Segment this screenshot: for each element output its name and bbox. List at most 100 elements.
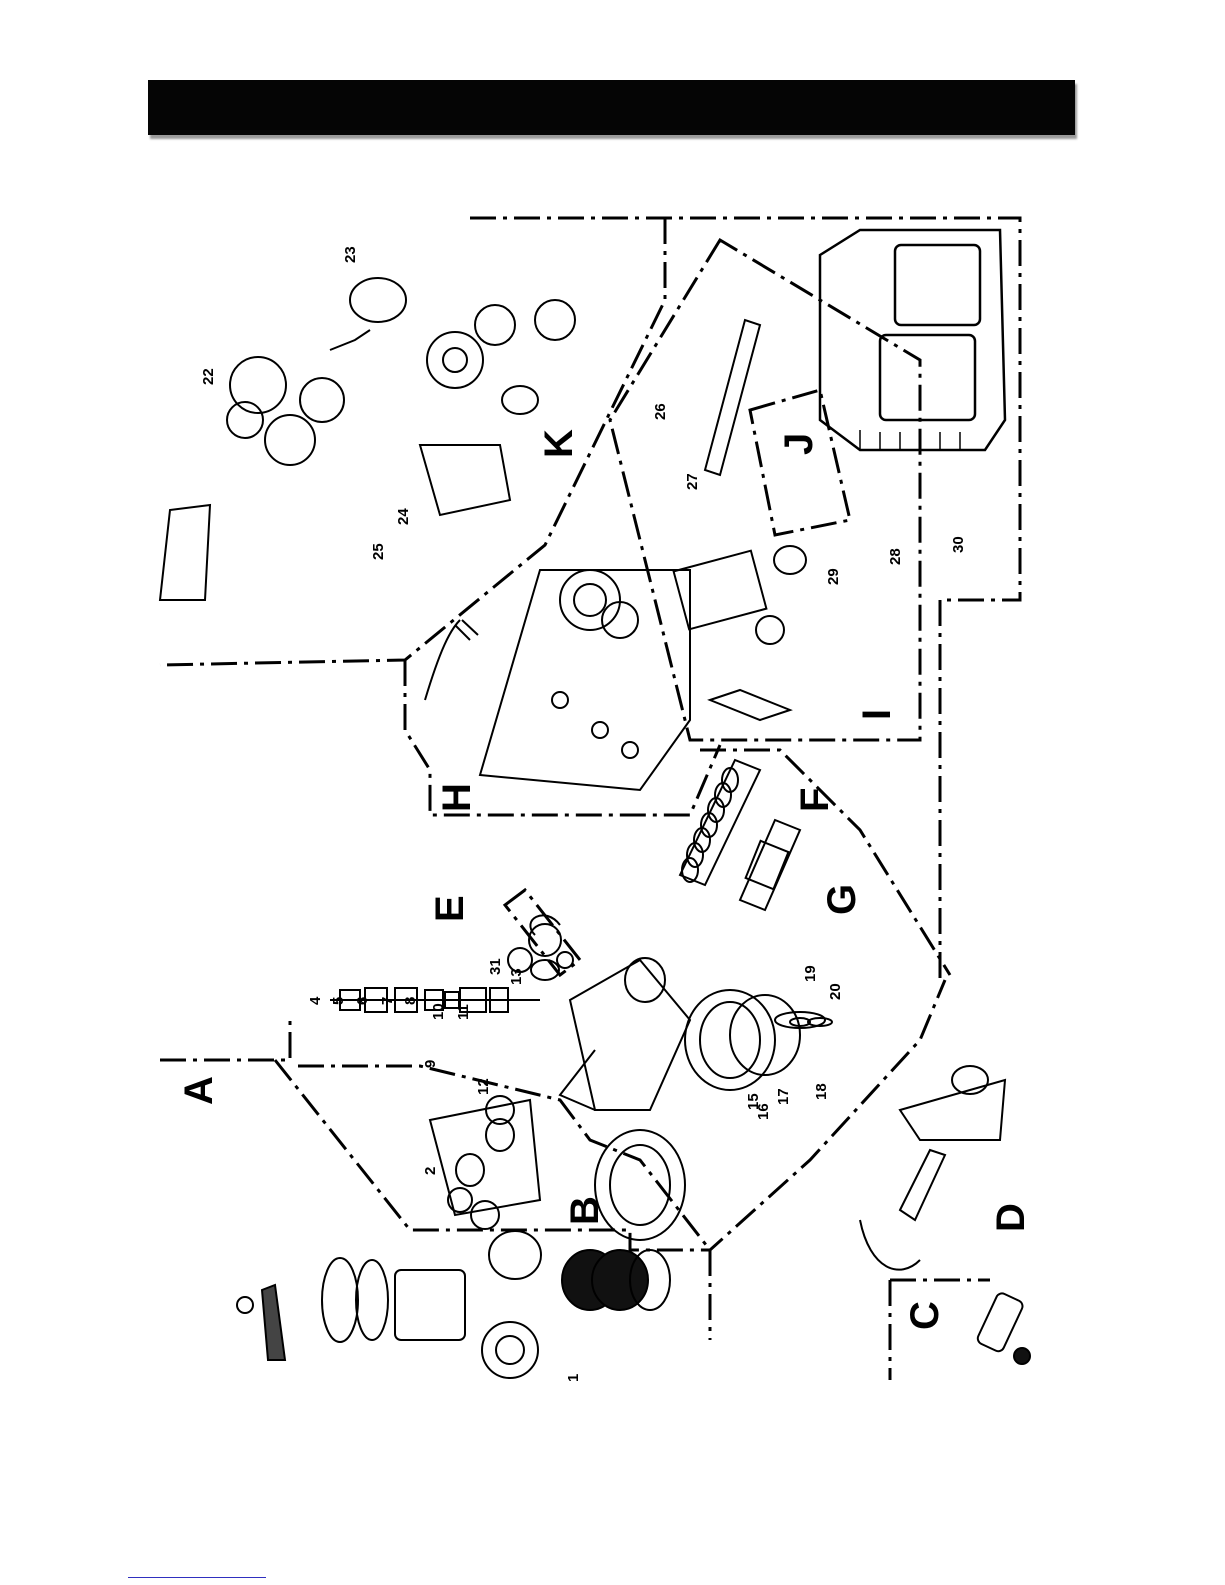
bypass-oring-2 — [592, 1250, 648, 1310]
diagram-stroke — [592, 722, 608, 738]
pin-wheel — [535, 300, 575, 340]
section-letter-i: I — [855, 709, 899, 720]
part-number: 27 — [684, 473, 701, 490]
section-letter-j: J — [777, 433, 821, 455]
part-number: 1 — [565, 1374, 582, 1382]
drive-motor — [674, 551, 767, 630]
part-number: 12 — [475, 1078, 492, 1095]
part-number: 23 — [342, 246, 359, 263]
power-cord — [425, 620, 460, 700]
diagram-stroke — [237, 1297, 253, 1313]
diagram-stroke — [475, 305, 515, 345]
wire-harness — [710, 690, 790, 720]
program-wheel — [427, 332, 483, 388]
part-number: 20 — [827, 983, 844, 1000]
diagram-stroke — [496, 1336, 524, 1364]
section-letter-b: B — [563, 1196, 607, 1225]
diagram-stroke — [574, 584, 606, 616]
part-number: 7 — [379, 997, 396, 1005]
timer-plate — [420, 445, 510, 515]
diagram-stroke — [622, 742, 638, 758]
diagram-stroke — [560, 1050, 595, 1110]
part-number: 22 — [200, 368, 217, 385]
brine-elbow — [860, 1220, 920, 1270]
diagram-stroke — [456, 1154, 484, 1186]
tank-clamp — [595, 1130, 685, 1240]
timer-motor — [350, 278, 406, 322]
diagram-stroke — [300, 378, 344, 422]
section-letter-h: H — [435, 783, 479, 812]
diagram-stroke — [557, 952, 573, 968]
part-number: 11 — [455, 1004, 472, 1020]
timer-bracket — [160, 505, 210, 600]
divider-b — [298, 1066, 710, 1340]
diagram-stroke — [356, 1260, 388, 1340]
divider-a — [160, 980, 945, 1250]
section-letter-c: C — [903, 1301, 947, 1330]
timer-gear — [265, 415, 315, 465]
part-number: 2 — [422, 1167, 439, 1175]
part-number: 18 — [813, 1083, 830, 1100]
bypass-handle — [262, 1285, 285, 1360]
diagram-stroke — [756, 616, 784, 644]
section-letter-d: D — [989, 1203, 1033, 1232]
section-letter-e: E — [428, 895, 472, 922]
part-number: 6 — [354, 997, 371, 1005]
control-plate — [480, 570, 690, 790]
part-number: 8 — [402, 997, 419, 1005]
section-letter-f: F — [793, 788, 837, 812]
diagram-stroke — [895, 245, 980, 325]
valve-body — [570, 960, 690, 1110]
section-letter-a: A — [177, 1076, 221, 1105]
section-letter-k: K — [537, 429, 581, 458]
bypass-port-1 — [482, 1322, 538, 1378]
diagram-stroke — [443, 348, 467, 372]
divider-kh — [160, 218, 665, 665]
part-number: 30 — [950, 536, 967, 553]
bypass-port-2 — [489, 1231, 541, 1279]
part-number: 5 — [330, 997, 347, 1005]
diagram-stroke — [330, 330, 370, 350]
part-number: 28 — [887, 548, 904, 565]
footer-rule — [128, 1577, 266, 1578]
divider-e-box — [505, 890, 580, 975]
timer-dial — [230, 357, 286, 413]
piston-outline — [740, 820, 800, 910]
part-number: 19 — [802, 965, 819, 982]
adapter-plate — [430, 1100, 540, 1215]
section-letter-g: G — [820, 884, 864, 915]
part-number: 4 — [307, 996, 324, 1005]
valve-cover — [820, 230, 1005, 450]
divider-j-box — [750, 390, 850, 535]
diagram-stroke — [471, 1201, 499, 1229]
part-number: 10 — [430, 1003, 447, 1020]
bypass-body-core — [395, 1270, 465, 1340]
diagram-stroke — [860, 430, 960, 450]
part-number: 29 — [825, 568, 842, 585]
part-number: 31 — [487, 958, 504, 975]
divider-top — [470, 218, 1020, 980]
brine-tube — [976, 1291, 1025, 1353]
part-number: 16 — [755, 1103, 772, 1120]
part-number: 24 — [395, 508, 412, 525]
diagram-stroke — [502, 386, 538, 414]
diagram-stroke — [1014, 1348, 1030, 1364]
diagram-stroke — [774, 546, 806, 574]
seal-stack — [682, 768, 738, 882]
part-number: 26 — [652, 403, 669, 420]
diagram-stroke — [552, 692, 568, 708]
part-number: 25 — [370, 543, 387, 560]
part-number: 17 — [775, 1088, 792, 1105]
part-number: 13 — [508, 968, 525, 985]
diagram-stroke — [560, 570, 620, 630]
diagram-stroke — [880, 335, 975, 420]
part-number: 9 — [422, 1060, 439, 1068]
diagram-stroke — [530, 915, 560, 935]
diagram-stroke — [900, 1150, 945, 1220]
bypass-clip — [322, 1258, 358, 1342]
timer-knob — [227, 402, 263, 438]
drain-bracket — [900, 1080, 1005, 1140]
piston — [746, 841, 789, 889]
drive-shaft — [705, 320, 760, 475]
